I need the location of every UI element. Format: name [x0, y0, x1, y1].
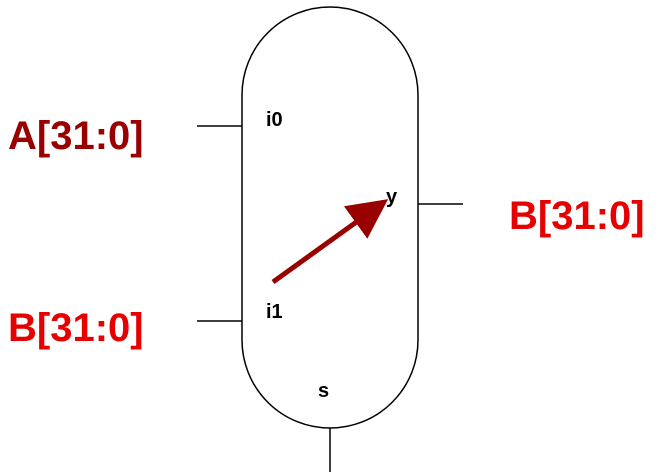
signal-label-input-bottom: B[31:0]: [8, 306, 144, 350]
signal-label-output: B[31:0]: [509, 194, 645, 238]
port-label-s: s: [318, 380, 329, 402]
mux-body: [241, 6, 419, 429]
port-label-i0: i0: [266, 109, 283, 131]
selection-arrow: [271, 199, 389, 285]
port-label-y: y: [386, 186, 398, 208]
signal-label-input-top: A[31:0]: [8, 114, 144, 158]
port-label-i1: i1: [266, 301, 283, 323]
